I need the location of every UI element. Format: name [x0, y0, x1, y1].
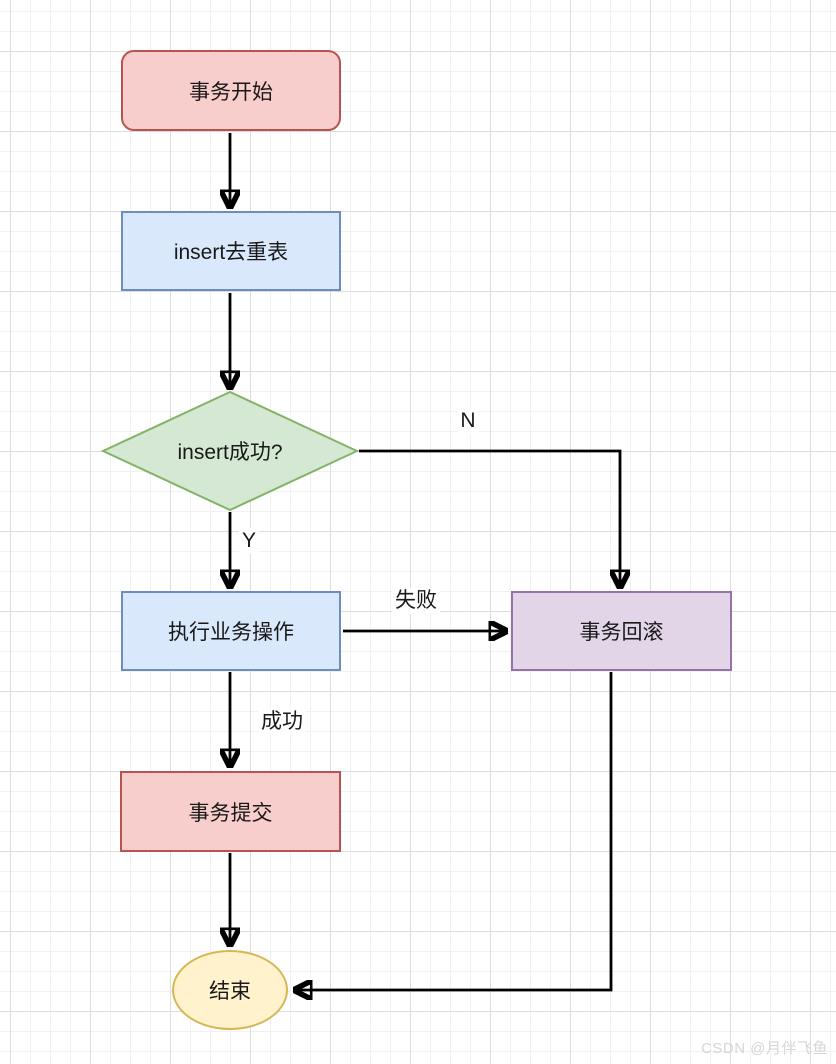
- node-transaction-rollback: 事务回滚: [511, 591, 732, 671]
- edge-decision-no: [359, 449, 620, 586]
- node-transaction-commit-label: 事务提交: [188, 801, 273, 825]
- node-insert-success-decision-label: insert成功?: [177, 441, 283, 464]
- edge-label-no: N: [457, 407, 479, 435]
- node-transaction-start-label: 事务开始: [189, 80, 273, 104]
- node-transaction-rollback-label: 事务回滚: [579, 621, 664, 644]
- watermark: CSDN @月伴飞鱼: [701, 1040, 828, 1057]
- node-end-label: 结束: [209, 980, 251, 1003]
- decision-diamond-shape: [101, 390, 359, 512]
- node-end: 结束: [172, 950, 288, 1030]
- edge-label-success: 成功: [258, 708, 306, 736]
- node-insert-dedup-table-label: insert去重表: [173, 241, 289, 264]
- edge-label-yes: Y: [238, 527, 260, 555]
- node-transaction-commit: 事务提交: [120, 771, 341, 852]
- edge-label-fail: 失败: [392, 587, 440, 615]
- node-execute-business-operation: 执行业务操作: [121, 591, 341, 671]
- node-insert-dedup-table: insert去重表: [121, 211, 341, 291]
- edge-rollback-to-end: [296, 672, 613, 990]
- node-execute-business-operation-label: 执行业务操作: [168, 621, 294, 644]
- node-insert-success-decision: insert成功?: [101, 390, 359, 512]
- node-transaction-start: 事务开始: [121, 50, 341, 131]
